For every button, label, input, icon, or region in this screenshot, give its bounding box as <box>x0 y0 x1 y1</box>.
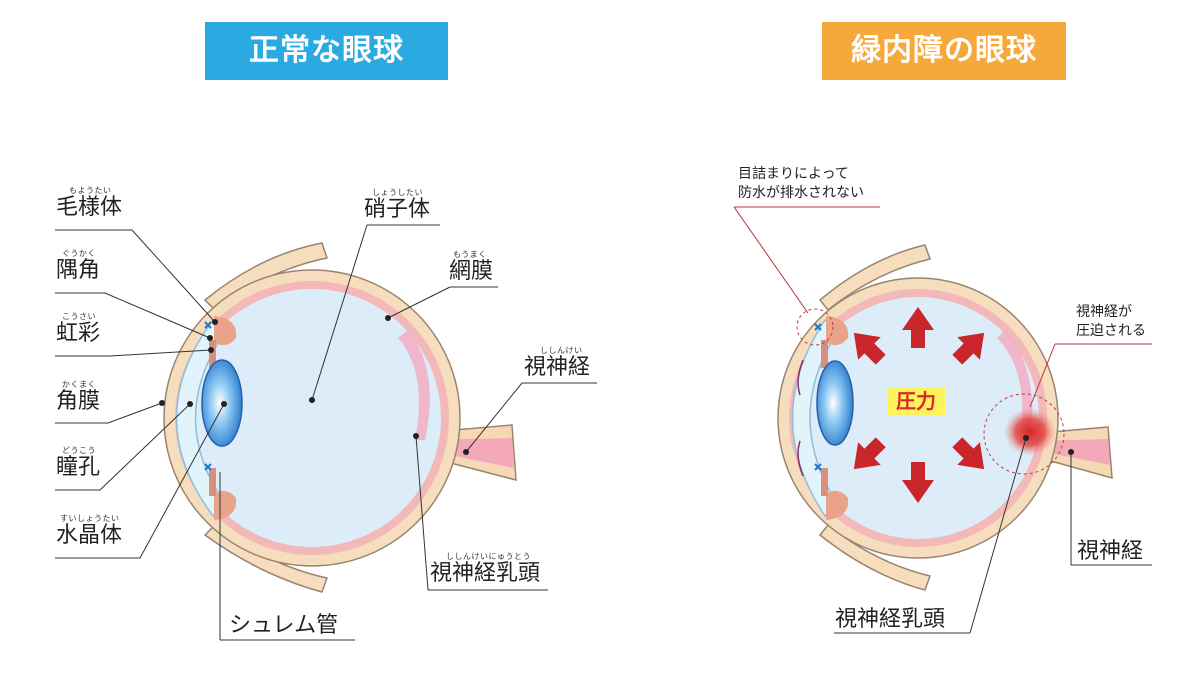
ruby-cornea: かくまく <box>62 380 96 389</box>
nerve-pressed-line-2: 圧迫される <box>1076 323 1146 339</box>
normal-eye-leaders <box>55 224 597 641</box>
label-cornea: かくまく 角膜 <box>56 380 100 414</box>
glaucoma-leaders <box>834 437 1152 634</box>
text-pupil: 瞳孔 <box>56 455 101 480</box>
normal-eye-leader-dots <box>159 315 469 455</box>
text-angle: 隅角 <box>56 258 101 283</box>
text-optic-nerve: 視神経 <box>524 355 591 380</box>
label-schlemm-canal: シュレム管 <box>229 613 339 638</box>
glaucoma-leader-dots <box>1023 435 1074 455</box>
ruby-ciliary: もようたい <box>69 186 112 195</box>
label-iris: こうさい 虹彩 <box>56 312 100 346</box>
label-optic-nerve: ししんけい 視神経 <box>524 346 590 380</box>
label-angle: ぐうかく 隅角 <box>56 249 100 283</box>
ruby-pupil: どうこう <box>62 446 96 455</box>
ruby-lens: すいしょうたい <box>60 514 120 523</box>
text-iris: 虹彩 <box>56 321 101 346</box>
text-cornea: 角膜 <box>56 389 101 414</box>
label-vitreous: しょうしたい 硝子体 <box>364 188 430 222</box>
pressure-label: 圧力 <box>887 387 945 415</box>
label-clogging: 目詰まりによって 防水が排水されない <box>738 165 864 203</box>
text-lens: 水晶体 <box>56 523 123 548</box>
normal-eye <box>163 242 517 593</box>
clogging-line-1: 目詰まりによって <box>738 166 849 182</box>
label-glaucoma-optic-disc: 視神経乳頭 <box>835 607 946 632</box>
label-optic-disc: ししんけいにゅうとう 視神経乳頭 <box>430 552 540 586</box>
label-pupil: どうこう 瞳孔 <box>56 446 100 480</box>
ruby-iris: こうさい <box>62 312 96 321</box>
title-glaucoma-eye: 緑内障の眼球 <box>822 22 1066 80</box>
text-vitreous: 硝子体 <box>364 197 431 222</box>
title-normal-eye: 正常な眼球 <box>205 22 448 80</box>
ruby-optic-nerve: ししんけい <box>540 346 583 355</box>
ruby-retina: もうまく <box>453 250 487 259</box>
clogging-line-2: 防水が排水されない <box>738 185 864 201</box>
label-lens: すいしょうたい 水晶体 <box>56 514 122 548</box>
ruby-angle: ぐうかく <box>62 249 96 258</box>
text-ciliary: 毛様体 <box>56 195 123 220</box>
label-glaucoma-optic-nerve: 視神経 <box>1077 539 1144 564</box>
text-retina: 網膜 <box>449 259 494 284</box>
nerve-pressed-line-1: 視神経が <box>1076 304 1132 320</box>
label-nerve-pressed: 視神経が 圧迫される <box>1076 303 1146 341</box>
text-optic-disc: 視神経乳頭 <box>430 561 541 586</box>
glaucoma-red-leaders <box>733 206 1152 408</box>
ruby-vitreous: しょうしたい <box>372 188 423 197</box>
label-retina: もうまく 網膜 <box>449 250 493 284</box>
label-ciliary-body: もようたい 毛様体 <box>56 186 122 220</box>
pressure-arrows <box>853 307 985 503</box>
glaucoma-eye <box>777 244 1113 591</box>
ruby-optic-disc: ししんけいにゅうとう <box>446 552 531 561</box>
